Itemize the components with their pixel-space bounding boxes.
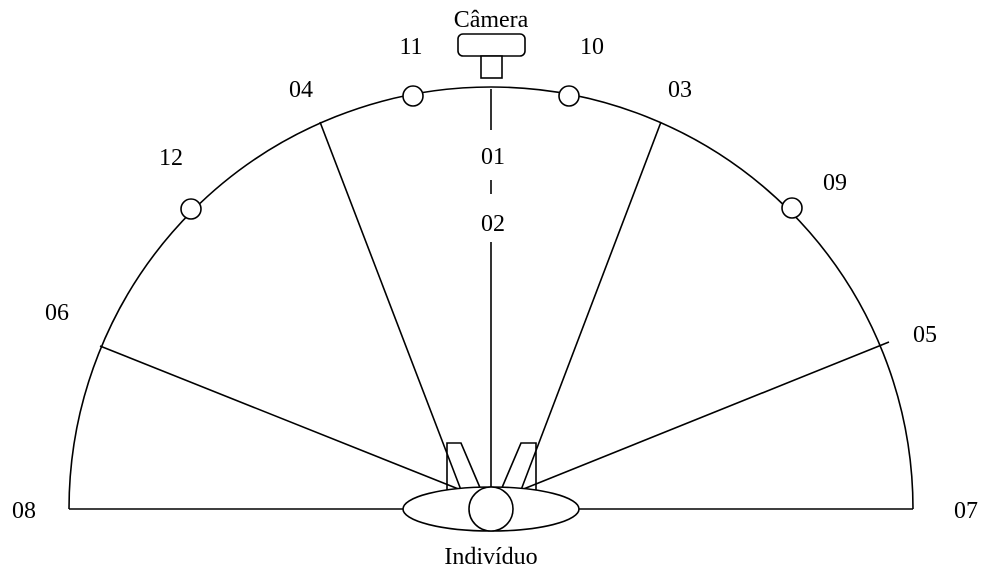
left-foot-shape [446, 442, 482, 491]
position-label-10: 10 [580, 34, 604, 60]
position-label-12: 12 [159, 145, 183, 171]
subject-label: Indivíduo [444, 544, 537, 570]
marker-09 [781, 197, 803, 219]
camera-label: Câmera [454, 7, 529, 33]
ray-03 [520, 121, 662, 491]
position-label-03: 03 [668, 77, 692, 103]
position-label-07: 07 [954, 498, 978, 524]
semicircle-arc [68, 86, 914, 510]
position-label-05: 05 [913, 322, 937, 348]
position-label-11: 11 [399, 34, 422, 60]
camera-lens [480, 55, 503, 79]
position-label-06: 06 [45, 300, 69, 326]
right-foot-shape [500, 442, 537, 491]
position-label-01: 01 [481, 144, 505, 170]
position-label-09: 09 [823, 170, 847, 196]
position-label-08: 08 [12, 498, 36, 524]
subject-head-circle [468, 486, 514, 532]
camera-body [457, 33, 526, 57]
position-label-02: 02 [481, 211, 505, 237]
marker-12 [180, 198, 202, 220]
marker-10 [558, 85, 580, 107]
ray-06 [99, 345, 462, 491]
position-label-04: 04 [289, 77, 313, 103]
marker-11 [402, 85, 424, 107]
ray-04 [319, 121, 462, 491]
ray-05 [520, 341, 890, 491]
